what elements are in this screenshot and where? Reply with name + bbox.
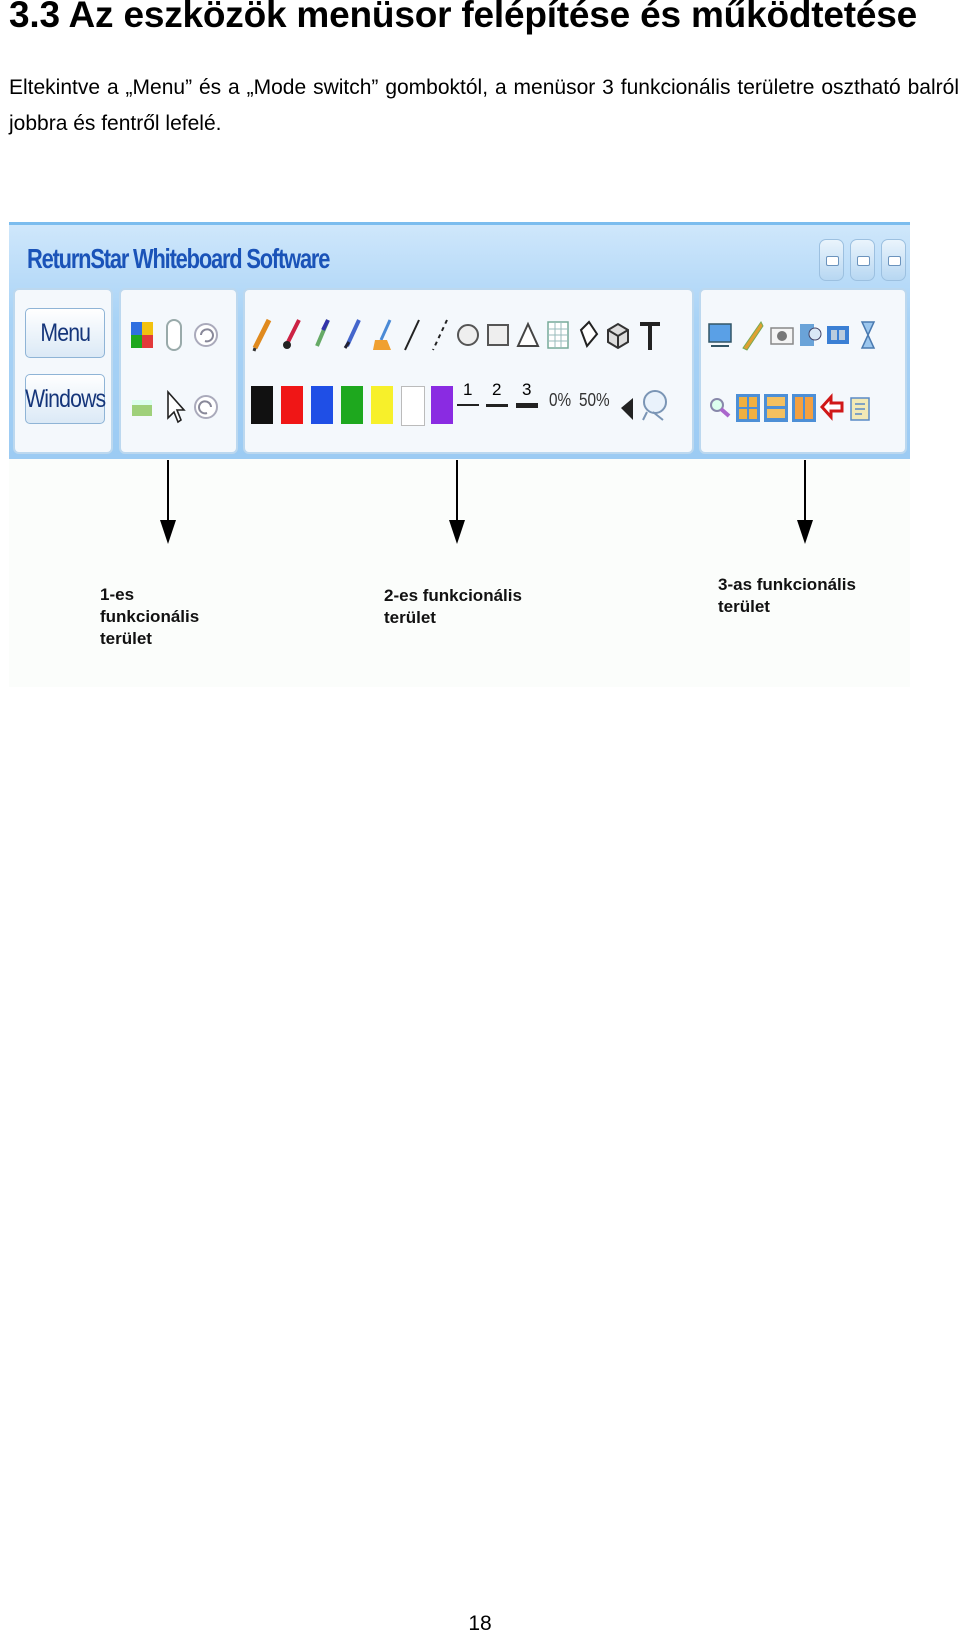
minimize-icon[interactable] xyxy=(819,239,844,281)
text-icon[interactable] xyxy=(637,316,663,354)
app-title: ReturnStar Whiteboard Software xyxy=(27,243,330,274)
line-width-2[interactable]: 2 xyxy=(492,380,502,399)
menu-button[interactable]: Menu xyxy=(25,308,105,358)
functional-area-3 xyxy=(699,288,907,454)
resource-library-icon[interactable] xyxy=(735,388,761,426)
arrow-2-head xyxy=(449,520,465,544)
fill-bucket-icon[interactable] xyxy=(575,316,601,354)
pencil-icon[interactable] xyxy=(249,316,275,354)
brush-icon[interactable] xyxy=(279,316,305,354)
texture-pen-icon[interactable] xyxy=(369,316,395,354)
3d-shape-icon[interactable] xyxy=(605,316,631,354)
page-number: 18 xyxy=(468,1612,492,1635)
color-swatch[interactable] xyxy=(251,386,273,424)
screen-icon[interactable] xyxy=(707,316,733,354)
color-palette-icon[interactable] xyxy=(129,316,155,354)
ellipse-icon[interactable] xyxy=(455,316,481,354)
color-swatch[interactable] xyxy=(431,386,453,424)
color-swatch[interactable] xyxy=(341,386,363,424)
magnifier-icon[interactable] xyxy=(639,386,671,424)
toolbar-screenshot: ReturnStar Whiteboard Software Menu Wind… xyxy=(9,222,910,459)
arrow-1-line xyxy=(167,460,169,522)
pages-icon[interactable] xyxy=(763,388,789,426)
color-swatch[interactable] xyxy=(281,386,303,424)
transparency-0[interactable]: 0% xyxy=(549,390,572,410)
export-icon[interactable] xyxy=(847,388,873,426)
line-width-1-bar xyxy=(457,404,479,406)
transparency-50[interactable]: 50% xyxy=(579,390,610,410)
redo-icon[interactable] xyxy=(193,388,219,426)
color-swatch[interactable] xyxy=(371,386,393,424)
highlighter-icon[interactable] xyxy=(309,316,335,354)
arrow-3-line xyxy=(804,460,806,522)
intro-paragraph: Eltekintve a „Menu” és a „Mode switch” g… xyxy=(9,76,959,135)
line-width-3-bar xyxy=(516,403,538,408)
mouse-icon[interactable] xyxy=(161,316,187,354)
toolbar-figure: ReturnStar Whiteboard Software Menu Wind… xyxy=(9,222,910,687)
color-swatch[interactable] xyxy=(401,386,425,426)
line-width-2-bar xyxy=(486,404,508,407)
dashed-line-icon[interactable] xyxy=(427,316,453,354)
split-screen-icon[interactable] xyxy=(791,388,817,426)
search-icon[interactable] xyxy=(707,388,733,426)
line-width-1[interactable]: 1 xyxy=(463,380,473,399)
windows-button[interactable]: Windows xyxy=(25,374,106,424)
hourglass-icon[interactable] xyxy=(855,316,881,354)
magic-pen-icon[interactable] xyxy=(339,316,365,354)
speaker-icon[interactable] xyxy=(615,388,641,426)
eraser-icon[interactable] xyxy=(129,388,155,426)
ruler-icon[interactable] xyxy=(739,316,765,354)
recorder-icon[interactable] xyxy=(797,316,823,354)
functional-area-1 xyxy=(119,288,238,454)
mode-switch-panel: Menu Windows xyxy=(13,288,113,454)
triangle-icon[interactable] xyxy=(515,316,541,354)
media-icon[interactable] xyxy=(825,316,851,354)
close-icon[interactable] xyxy=(881,239,906,281)
window-controls xyxy=(819,239,906,281)
table-icon[interactable] xyxy=(545,316,571,354)
functional-area-2: 1 2 3 0% 50% xyxy=(243,288,694,454)
line-width-3[interactable]: 3 xyxy=(522,380,532,399)
select-cursor-icon[interactable] xyxy=(161,388,187,426)
back-arrow-icon[interactable] xyxy=(819,388,845,426)
color-swatch[interactable] xyxy=(311,386,333,424)
line-width-group: 1 2 3 xyxy=(457,380,543,430)
section-heading: 3.3 Az eszközök menüsor felépítése és mű… xyxy=(9,0,918,35)
undo-icon[interactable] xyxy=(193,316,219,354)
rectangle-icon[interactable] xyxy=(485,316,511,354)
arrow-2-line xyxy=(456,460,458,522)
arrow-1-head xyxy=(160,520,176,544)
arrow-3-head xyxy=(797,520,813,544)
line-icon[interactable] xyxy=(399,316,425,354)
maximize-icon[interactable] xyxy=(850,239,875,281)
camera-icon[interactable] xyxy=(769,316,795,354)
